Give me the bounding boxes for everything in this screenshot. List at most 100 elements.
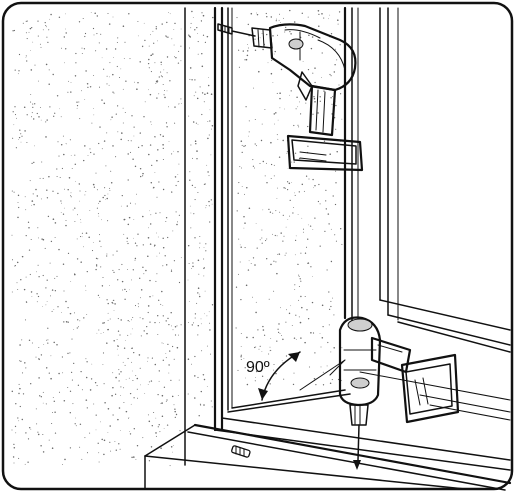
speckle-dot [150,124,152,126]
speckle-dot [306,309,308,311]
speckle-dot [337,19,339,22]
speckle-dot [18,53,21,56]
speckle-dot [196,26,198,29]
speckle-dot [166,72,168,74]
speckle-dot [308,34,310,37]
wall-reveal [184,6,220,470]
speckle-dot [129,151,132,153]
speckle-dot [127,140,129,142]
speckle-dot [281,335,282,337]
speckle-dot [127,319,129,322]
speckle-dot [141,145,143,147]
speckle-dot [195,142,197,145]
speckle-dot [331,379,333,381]
speckle-dot [166,90,168,92]
speckle-dot [204,41,206,44]
speckle-dot [61,356,64,358]
speckle-dot [29,27,32,30]
speckle-dot [313,96,315,98]
speckle-dot [18,206,20,209]
speckle-dot [240,333,242,334]
speckle-dot [237,369,239,371]
speckle-dot [319,203,321,205]
speckle-dot [42,451,45,453]
speckle-dot [282,240,284,242]
speckle-dot [280,22,281,24]
speckle-dot [277,331,280,334]
speckle-dot [156,273,158,275]
speckle-dot [161,76,164,78]
speckle-dot [54,432,57,434]
speckle-dot [86,452,89,454]
speckle-dot [132,379,134,382]
speckle-dot [107,312,109,314]
speckle-dot [168,141,170,142]
speckle-dot [176,346,179,349]
speckle-dot [111,394,113,397]
speckle-dot [142,215,144,218]
speckle-dot [169,465,171,467]
speckle-dot [313,377,316,380]
speckle-dot [98,42,100,44]
speckle-dot [114,303,116,305]
speckle-dot [244,59,246,61]
speckle-dot [137,303,139,305]
wall-texture-reveal [187,10,214,417]
speckle-dot [299,278,301,280]
speckle-dot [54,222,57,224]
speckle-dot [161,402,163,404]
speckle-dot [237,192,239,194]
speckle-dot [129,433,132,435]
speckle-dot [133,135,135,137]
speckle-dot [126,237,129,240]
speckle-dot [117,330,120,332]
speckle-dot [196,97,199,100]
speckle-dot [89,389,92,391]
speckle-dot [305,102,307,104]
speckle-dot [82,17,84,20]
speckle-dot [144,393,146,394]
speckle-dot [61,47,62,49]
speckle-dot [324,230,326,233]
speckle-dot [98,202,99,204]
speckle-dot [238,273,239,275]
speckle-dot [34,145,35,147]
speckle-dot [116,105,119,107]
speckle-dot [252,257,255,259]
speckle-dot [258,348,260,350]
speckle-dot [39,177,41,179]
speckle-dot [123,387,125,389]
speckle-dot [241,167,242,169]
speckle-dot [201,92,204,94]
speckle-dot [38,347,40,348]
speckle-dot [295,235,297,237]
concrete-wall [8,8,185,470]
speckle-dot [166,126,168,128]
speckle-dot [122,25,125,27]
speckle-dot [255,377,256,378]
speckle-dot [136,377,139,380]
speckle-dot [285,26,287,29]
speckle-dot [244,222,246,224]
speckle-dot [197,292,199,294]
speckle-dot [201,53,203,55]
speckle-dot [327,213,330,215]
speckle-dot [175,211,177,213]
speckle-dot [79,118,81,120]
speckle-dot [62,463,63,465]
speckle-dot [154,136,156,138]
speckle-dot [312,229,314,230]
speckle-dot [100,421,101,423]
speckle-dot [28,227,30,229]
speckle-dot [51,289,54,291]
speckle-dot [69,312,72,315]
speckle-dot [257,329,259,331]
speckle-dot [160,71,162,73]
speckle-dot [57,192,59,195]
speckle-dot [96,332,98,334]
speckle-dot [321,52,323,54]
speckle-dot [62,213,65,215]
speckle-dot [291,325,293,327]
speckle-dot [307,224,309,226]
speckle-dot [293,206,295,208]
